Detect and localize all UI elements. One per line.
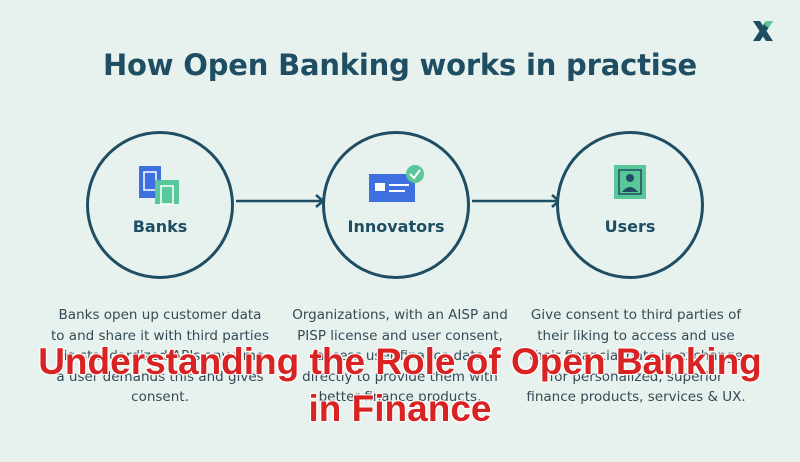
user-profile-icon [614, 165, 646, 199]
step-innovators-circle: Innovators [322, 131, 470, 279]
step-label: Banks [132, 217, 188, 236]
step-description: Banks open up customer data to and share… [50, 307, 270, 405]
step-label: Innovators [347, 217, 445, 236]
overlay-heading-line2: in Finance [308, 388, 492, 429]
x-logo-icon [753, 21, 773, 41]
verified-card-icon [369, 165, 424, 202]
overlay-heading-line1: Understanding the Role of Open Banking [38, 341, 762, 382]
overlay-heading: Understanding the Role of Open Banking i… [0, 338, 800, 432]
step-banks-circle: Banks [86, 131, 234, 279]
step-users-circle: Users [556, 131, 704, 279]
arrow-right-icon [472, 194, 561, 208]
bank-buildings-icon [139, 166, 179, 205]
diagram-title: How Open Banking works in practise [102, 48, 698, 82]
step-description: Organizations, with an AISP and PISP lic… [292, 307, 508, 405]
step-label: Users [604, 217, 656, 236]
step-description: Give consent to third parties of their l… [526, 307, 746, 405]
arrow-right-icon [236, 194, 325, 208]
